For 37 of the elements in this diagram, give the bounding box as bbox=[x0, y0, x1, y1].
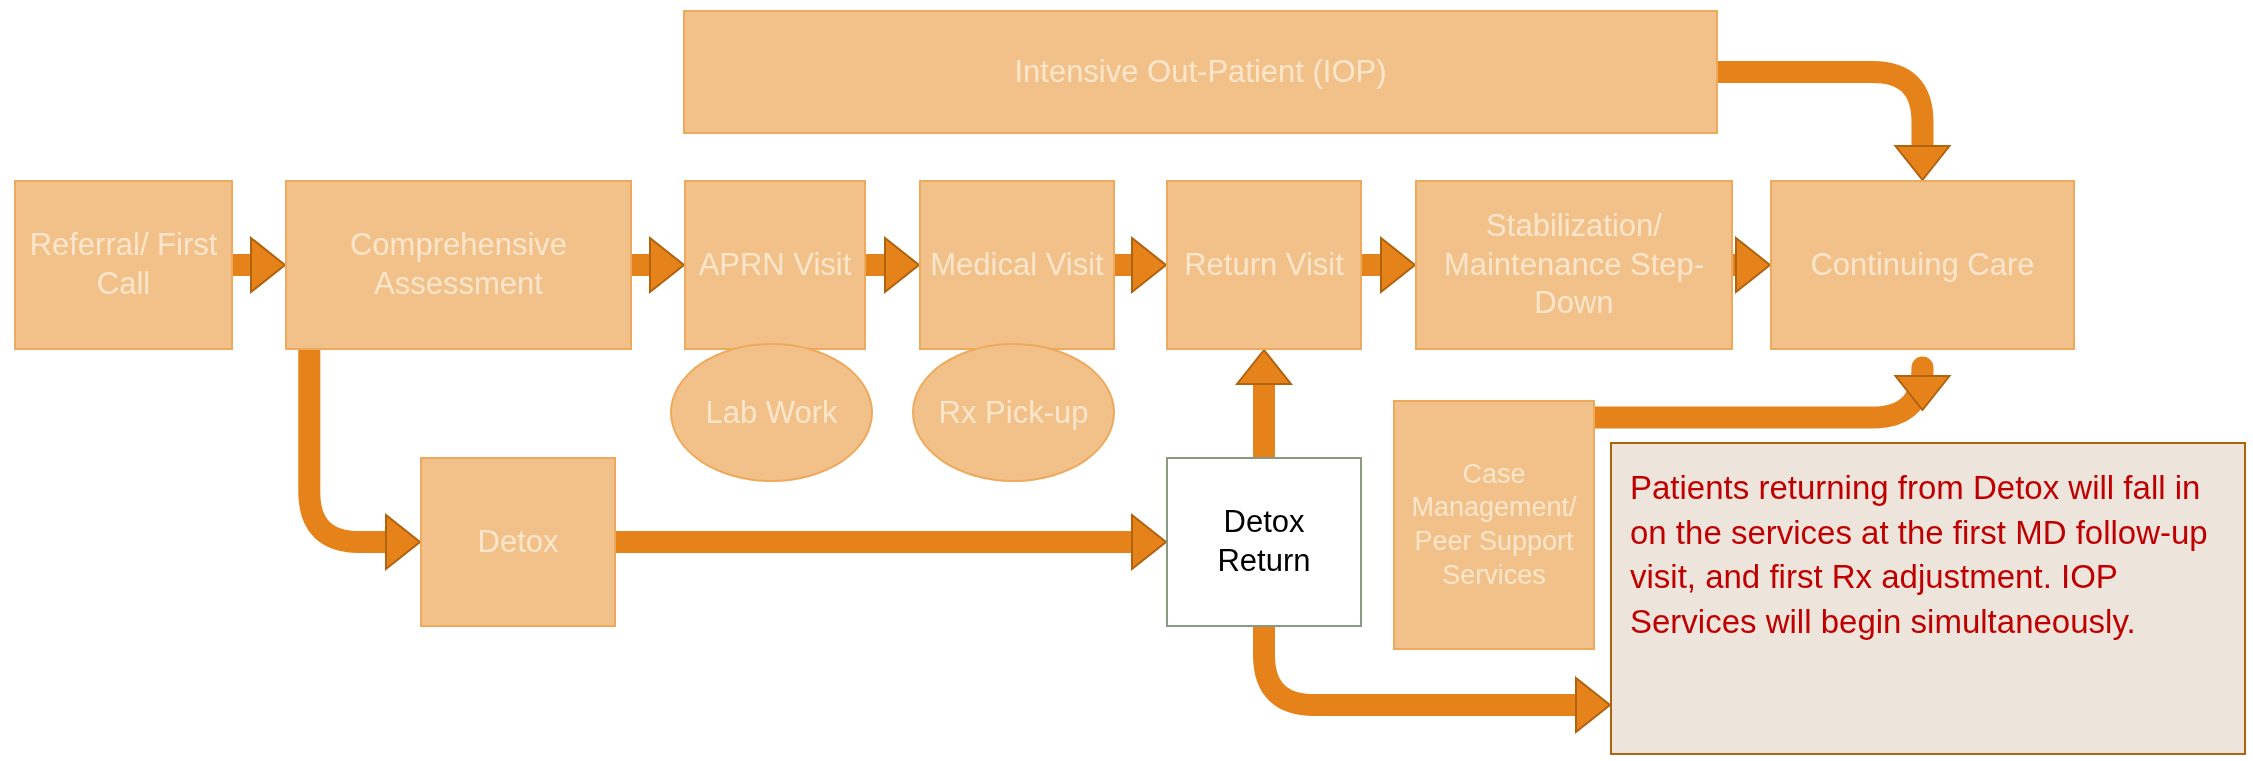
block-arrow bbox=[1362, 237, 1416, 293]
box-label: Intensive Out-Patient (IOP) bbox=[1014, 52, 1387, 91]
block-arrow bbox=[298, 350, 421, 570]
block-arrow bbox=[632, 237, 685, 293]
block-arrow bbox=[233, 237, 286, 293]
note-text: Patients returning from Detox will fall in on the services at the first MD follow-up visit, and first Rx adjustment. IOP Services will begin simultaneously. bbox=[1630, 468, 2209, 642]
box-label: Rx Pick-up bbox=[938, 393, 1089, 432]
process-box bbox=[1393, 400, 1595, 650]
process-box bbox=[684, 180, 866, 350]
box-label: Return Visit bbox=[1184, 245, 1344, 284]
block-arrow bbox=[1595, 356, 1951, 429]
block-arrow bbox=[1236, 349, 1292, 457]
box-label: Case Management/ Peer Support Services bbox=[1410, 457, 1578, 592]
box-label: APRN Visit bbox=[698, 245, 852, 284]
box-label: Stabilization/ Maintenance Step-Down bbox=[1442, 206, 1706, 323]
process-box bbox=[1166, 457, 1362, 627]
process-box bbox=[14, 180, 233, 350]
block-arrow bbox=[1115, 237, 1167, 293]
box-label: Medical Visit bbox=[930, 245, 1104, 284]
process-box bbox=[285, 180, 632, 350]
box-label: Detox bbox=[477, 522, 559, 561]
process-box bbox=[683, 10, 1718, 134]
process-box bbox=[919, 180, 1115, 350]
block-arrow bbox=[616, 514, 1167, 570]
process-box bbox=[1415, 180, 1733, 350]
block-arrow bbox=[866, 237, 920, 293]
process-box bbox=[420, 457, 616, 627]
box-label: Referral/ First Call bbox=[28, 226, 219, 303]
box-label: Continuing Care bbox=[1810, 245, 2035, 284]
process-box bbox=[1770, 180, 2075, 350]
note-box bbox=[1610, 442, 2246, 755]
box-label: Lab Work bbox=[705, 393, 838, 432]
box-label: Detox Return bbox=[1216, 503, 1312, 580]
block-arrow bbox=[1733, 237, 1771, 293]
box-label: Comprehensive Assessment bbox=[348, 226, 569, 303]
block-arrow bbox=[1718, 61, 1951, 181]
process-box bbox=[1166, 180, 1362, 350]
